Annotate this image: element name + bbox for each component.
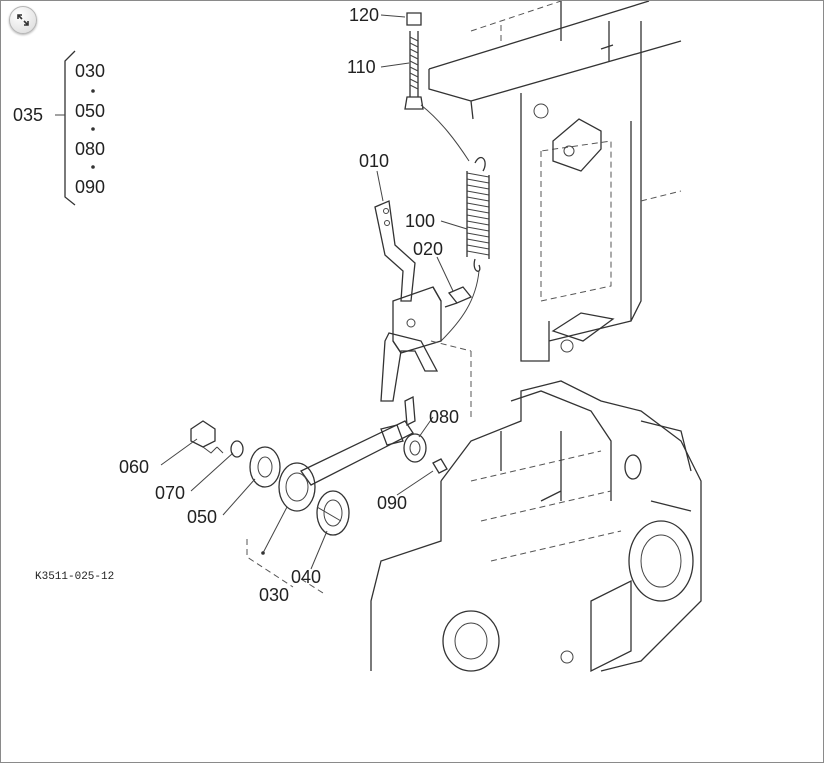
part-labels: 120 110 010 100 020 080 090 060 070 050 …	[13, 5, 459, 605]
shaft-arm	[300, 420, 448, 486]
label-010[interactable]: 010	[359, 151, 389, 171]
label-080[interactable]: 080	[429, 407, 459, 427]
label-030[interactable]: 030	[259, 585, 289, 605]
transmission-housing	[370, 340, 702, 673]
rod-assembly	[404, 12, 470, 162]
expand-icon	[17, 14, 29, 26]
kit-member-080[interactable]: 080	[75, 139, 105, 159]
label-090[interactable]: 090	[377, 493, 407, 513]
label-060[interactable]: 060	[119, 457, 149, 477]
bushings	[190, 420, 350, 536]
kit-label-035[interactable]: 035	[13, 105, 43, 125]
label-110[interactable]: 110	[347, 57, 376, 77]
drawing-code: K3511-025-12	[35, 571, 114, 583]
lever	[374, 200, 473, 427]
expand-button[interactable]	[9, 6, 37, 34]
label-020[interactable]: 020	[413, 239, 443, 259]
kit-bracket	[55, 50, 95, 206]
label-100[interactable]: 100	[405, 211, 435, 231]
label-070[interactable]: 070	[155, 483, 185, 503]
kit-member-090[interactable]: 090	[75, 177, 105, 197]
frame-plate	[428, 1, 682, 362]
kit-member-050[interactable]: 050	[75, 101, 105, 121]
label-120[interactable]: 120	[349, 5, 379, 25]
leader-lines	[160, 14, 468, 594]
label-050[interactable]: 050	[187, 507, 217, 527]
label-040[interactable]: 040	[291, 567, 321, 587]
spring	[440, 156, 490, 342]
kit-member-030[interactable]: 030	[75, 61, 105, 81]
